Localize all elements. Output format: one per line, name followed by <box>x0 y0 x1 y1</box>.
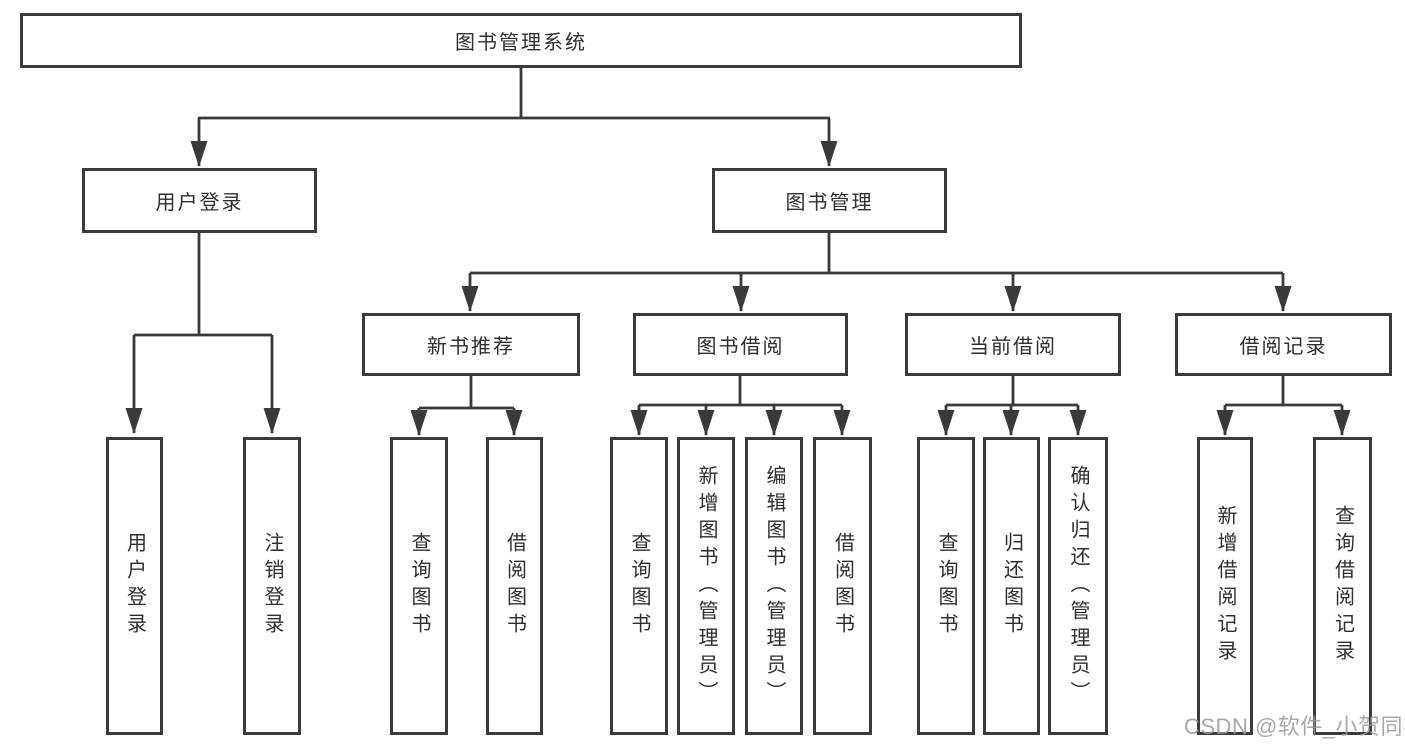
node-current-borrowing: 当前借阅 <box>905 313 1121 376</box>
node-user-login: 用户登录 <box>82 168 317 233</box>
leaf-query-borrow-record: 查询借阅记录 <box>1313 437 1372 735</box>
node-label: 借阅图书 <box>831 532 854 640</box>
node-label: 用户登录 <box>123 532 146 640</box>
node-book-management: 图书管理 <box>712 168 947 233</box>
node-label: 借阅记录 <box>1239 336 1328 358</box>
node-borrowing-records: 借阅记录 <box>1175 313 1392 376</box>
leaf-add-books-admin: 新增图书（管理员） <box>677 437 735 735</box>
node-label: 查询借阅记录 <box>1331 505 1354 667</box>
node-label: 归还图书 <box>1000 532 1023 640</box>
node-label: 当前借阅 <box>969 336 1057 358</box>
node-label: 新增借阅记录 <box>1214 505 1236 667</box>
node-label: 查询图书 <box>935 532 957 640</box>
node-label: 图书管理 <box>785 192 874 214</box>
leaf-logout: 注销登录 <box>243 437 301 735</box>
node-label: 查询图书 <box>408 532 430 640</box>
leaf-edit-books-admin: 编辑图书（管理员） <box>745 437 803 735</box>
leaf-borrow-books: 借阅图书 <box>813 437 872 735</box>
node-book-borrowing: 图书借阅 <box>633 313 848 376</box>
node-label: 图书管理系统 <box>455 32 587 54</box>
leaf-query-books: 查询图书 <box>390 437 448 735</box>
node-new-book-recommend: 新书推荐 <box>362 313 580 376</box>
node-label: 注销登录 <box>261 532 283 640</box>
node-label: 确认归还（管理员） <box>1067 464 1089 708</box>
node-label: 新增图书（管理员） <box>695 464 717 708</box>
node-label: 图书借阅 <box>696 336 785 358</box>
leaf-query-books: 查询图书 <box>610 437 668 735</box>
node-label: 借阅图书 <box>503 532 526 640</box>
node-label: 新书推荐 <box>427 336 515 358</box>
node-library-management-system: 图书管理系统 <box>20 13 1022 68</box>
node-label: 编辑图书（管理员） <box>763 464 785 708</box>
leaf-user-login: 用户登录 <box>106 437 163 735</box>
leaf-confirm-return-admin: 确认归还（管理员） <box>1048 437 1108 735</box>
node-label: 用户登录 <box>155 192 244 214</box>
node-label: 查询图书 <box>628 532 650 640</box>
leaf-add-borrow-record: 新增借阅记录 <box>1197 437 1253 735</box>
leaf-query-books: 查询图书 <box>917 437 975 735</box>
csdn-watermark: CSDN @软件_小贺同学 <box>1184 714 1405 739</box>
leaf-return-books: 归还图书 <box>983 437 1040 735</box>
leaf-borrow-books: 借阅图书 <box>486 437 543 735</box>
